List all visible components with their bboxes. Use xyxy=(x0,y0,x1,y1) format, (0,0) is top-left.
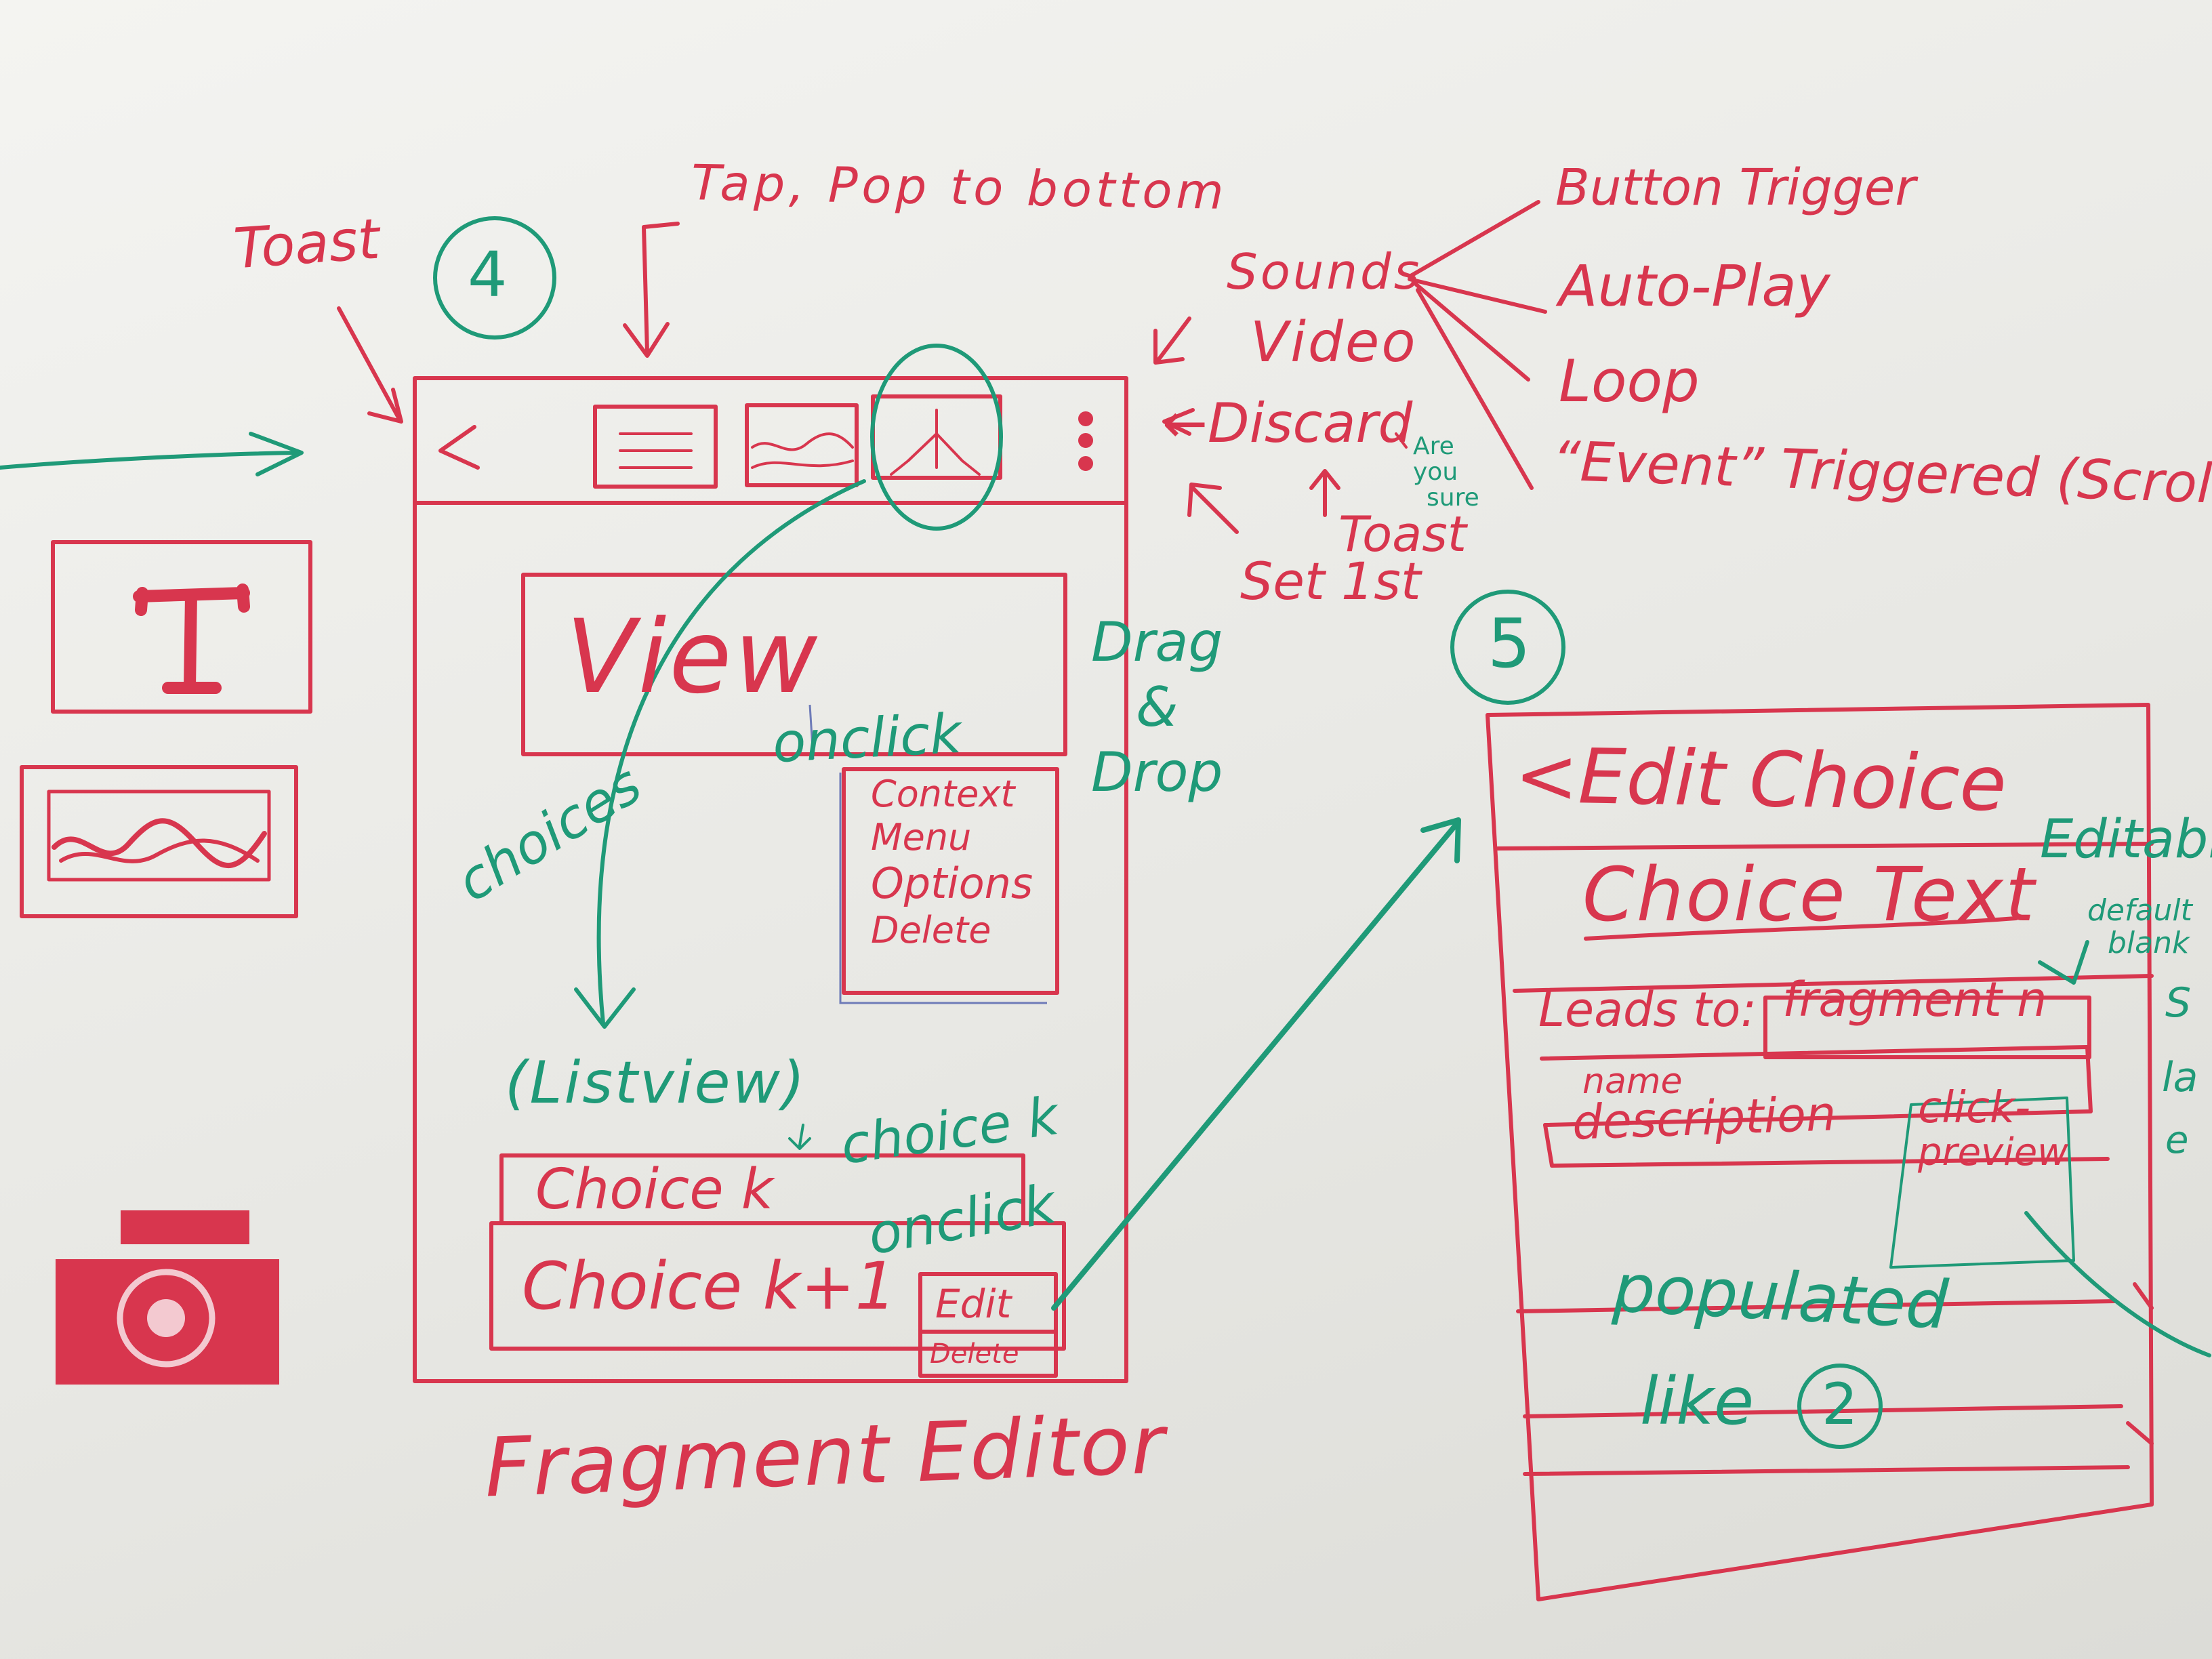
sound-option-auto-play: Auto-Play xyxy=(1559,253,1830,319)
default-blank-note: default blank xyxy=(2087,893,2192,961)
side-note-1: S xyxy=(2165,979,2192,1027)
tree-icon-highlight xyxy=(870,344,1003,531)
popup-delete[interactable]: Delete xyxy=(930,1338,1019,1370)
default-note-line-1: default xyxy=(2087,893,2192,928)
step5-circle xyxy=(1450,590,1565,705)
toast-note: Toast xyxy=(1338,506,1467,562)
are-you-sure-line-1: Are xyxy=(1413,432,1454,460)
image-tool-icon xyxy=(20,765,298,918)
set1st-arrow xyxy=(1187,483,1239,534)
default-note-line-2: blank xyxy=(2108,926,2190,961)
step4-circle xyxy=(433,216,556,340)
choices-arrow xyxy=(574,479,866,1029)
name-label: name xyxy=(1582,1061,1683,1102)
sound-option-button-trigger: Button Trigger xyxy=(1555,159,1916,217)
context-menu-delete[interactable]: Delete xyxy=(871,908,991,951)
tap-arrow xyxy=(623,222,680,358)
step-5-number: 5 xyxy=(1488,604,1531,683)
side-note-3: e xyxy=(2165,1118,2189,1162)
choice-row-k-plus-1[interactable]: Choice k+1 xyxy=(522,1248,897,1324)
editable-note: Editable xyxy=(2040,809,2212,870)
sound-option-loop: Loop xyxy=(1559,348,1700,415)
leads-to-field[interactable]: fragment n xyxy=(1782,972,2047,1027)
discard-label: ←Discard xyxy=(1162,392,1413,455)
description-label: description xyxy=(1571,1086,1837,1151)
context-menu-line-1[interactable]: Context xyxy=(871,773,1015,815)
leads-to-label: Leads to: xyxy=(1538,982,1757,1038)
discard-arrow xyxy=(1162,408,1195,436)
toast-up-arrow xyxy=(1309,469,1340,517)
click-preview-line-1: click- xyxy=(1918,1083,2031,1133)
fragment-editor-frame xyxy=(413,376,1128,1383)
text-tool-icon xyxy=(51,540,312,714)
onclick-note-1: onclick xyxy=(771,701,963,775)
choice-text-field[interactable]: Choice Text xyxy=(1582,851,2037,938)
ref-2-number: 2 xyxy=(1822,1371,1858,1437)
fragment-editor-caption: Fragment Editor xyxy=(483,1397,1168,1516)
are-you-sure-line-2: you xyxy=(1413,457,1458,486)
edit-arrow xyxy=(1051,817,1461,1311)
camera-icon xyxy=(56,1210,279,1385)
drag-drop-line-1: Drag xyxy=(1091,611,1223,674)
side-note-2: la xyxy=(2162,1054,2198,1101)
are-you-sure-line-3: sure xyxy=(1427,483,1479,512)
video-label: Video xyxy=(1250,310,1418,375)
set-1st-note: Set 1st xyxy=(1240,551,1421,611)
drag-drop-note: Drag & Drop xyxy=(1091,610,1223,805)
listview-note: (Listview) xyxy=(505,1049,807,1117)
ref2-circle xyxy=(1797,1364,1883,1449)
click-preview-note: click- preview xyxy=(1918,1084,2068,1174)
sounds-label: Sounds xyxy=(1227,243,1422,300)
step-4-number: 4 xyxy=(468,239,508,311)
edit-choice-frame xyxy=(1486,703,2154,1601)
view-label: View xyxy=(566,598,821,716)
video-arrow xyxy=(1153,316,1191,365)
click-preview-line-2: preview xyxy=(1918,1130,2068,1175)
drag-drop-line-3: Drop xyxy=(1091,741,1223,804)
toast-note-top: Toast xyxy=(231,207,382,282)
toast-arrow xyxy=(337,306,403,424)
populated-note: populated xyxy=(1611,1250,1950,1345)
context-menu-line-2[interactable]: Menu xyxy=(871,815,972,859)
context-menu: Context Menu Options Delete xyxy=(871,773,1033,951)
are-you-sure-note: Are you sure xyxy=(1413,434,1479,510)
entry-arrow xyxy=(0,432,304,476)
tap-pop-note: Tap, Pop to bottom xyxy=(691,154,1229,220)
like-note: like xyxy=(1640,1364,1754,1439)
drag-drop-line-2: & xyxy=(1135,676,1179,739)
edit-choice-title: <Edit Choice xyxy=(1513,731,2007,829)
popup-edit[interactable]: Edit xyxy=(935,1281,1012,1327)
context-menu-options[interactable]: Options xyxy=(871,859,1033,909)
choice-row-k[interactable]: Choice k xyxy=(535,1158,774,1222)
